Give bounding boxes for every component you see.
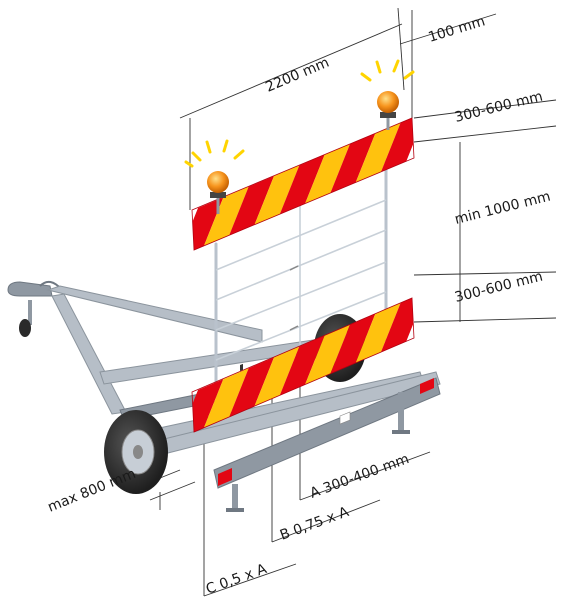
dimension-lines (139, 7, 557, 597)
rear-bumper (213, 377, 441, 489)
upper-board-stripe (304, 144, 350, 205)
lamp-rays-left (184, 139, 245, 168)
upper-warning-board (191, 117, 415, 251)
upper-board-stripe (254, 165, 300, 226)
label-board-gap: min 1000 mm (453, 189, 552, 228)
label-lamp-offset: 100 mm (426, 13, 487, 45)
lower-warning-board (191, 297, 415, 433)
bumper-lights (218, 378, 434, 486)
lower-board-stripe (279, 335, 325, 397)
lower-board-stripe (228, 357, 274, 419)
lamp-rays-right (360, 59, 415, 82)
lower-board-stripe (380, 298, 414, 353)
lower-board-stripe (203, 368, 249, 430)
jockey-wheel (19, 319, 31, 337)
upper-board-stripe (203, 186, 249, 248)
upper-board-stripe (330, 133, 376, 194)
coupling-head (7, 281, 53, 297)
label-upper-board-height: 300-600 mm (453, 89, 544, 126)
lower-board-stripe (355, 302, 401, 364)
upper-board-stripe (355, 122, 401, 184)
upper-board-stripe (380, 118, 414, 173)
warning-lamp-left (184, 139, 245, 214)
lower-board-stripe (304, 324, 350, 386)
upper-board-stripe (192, 197, 224, 250)
lower-board-stripe (254, 346, 300, 408)
label-stripe-c: C 0,5 x A (204, 561, 269, 598)
upper-board-stripe (279, 154, 325, 216)
lower-board-stripe (192, 379, 224, 432)
label-stripe-b: B 0,75 x A (278, 504, 352, 544)
label-overall-width: 2200 mm (263, 55, 331, 96)
lower-board-stripe (330, 313, 376, 375)
label-stripe-a: A 300-400 mm (308, 451, 411, 502)
upper-board-stripe (228, 176, 274, 237)
warning-lamp-right (360, 59, 415, 130)
sign-frame (214, 158, 388, 398)
